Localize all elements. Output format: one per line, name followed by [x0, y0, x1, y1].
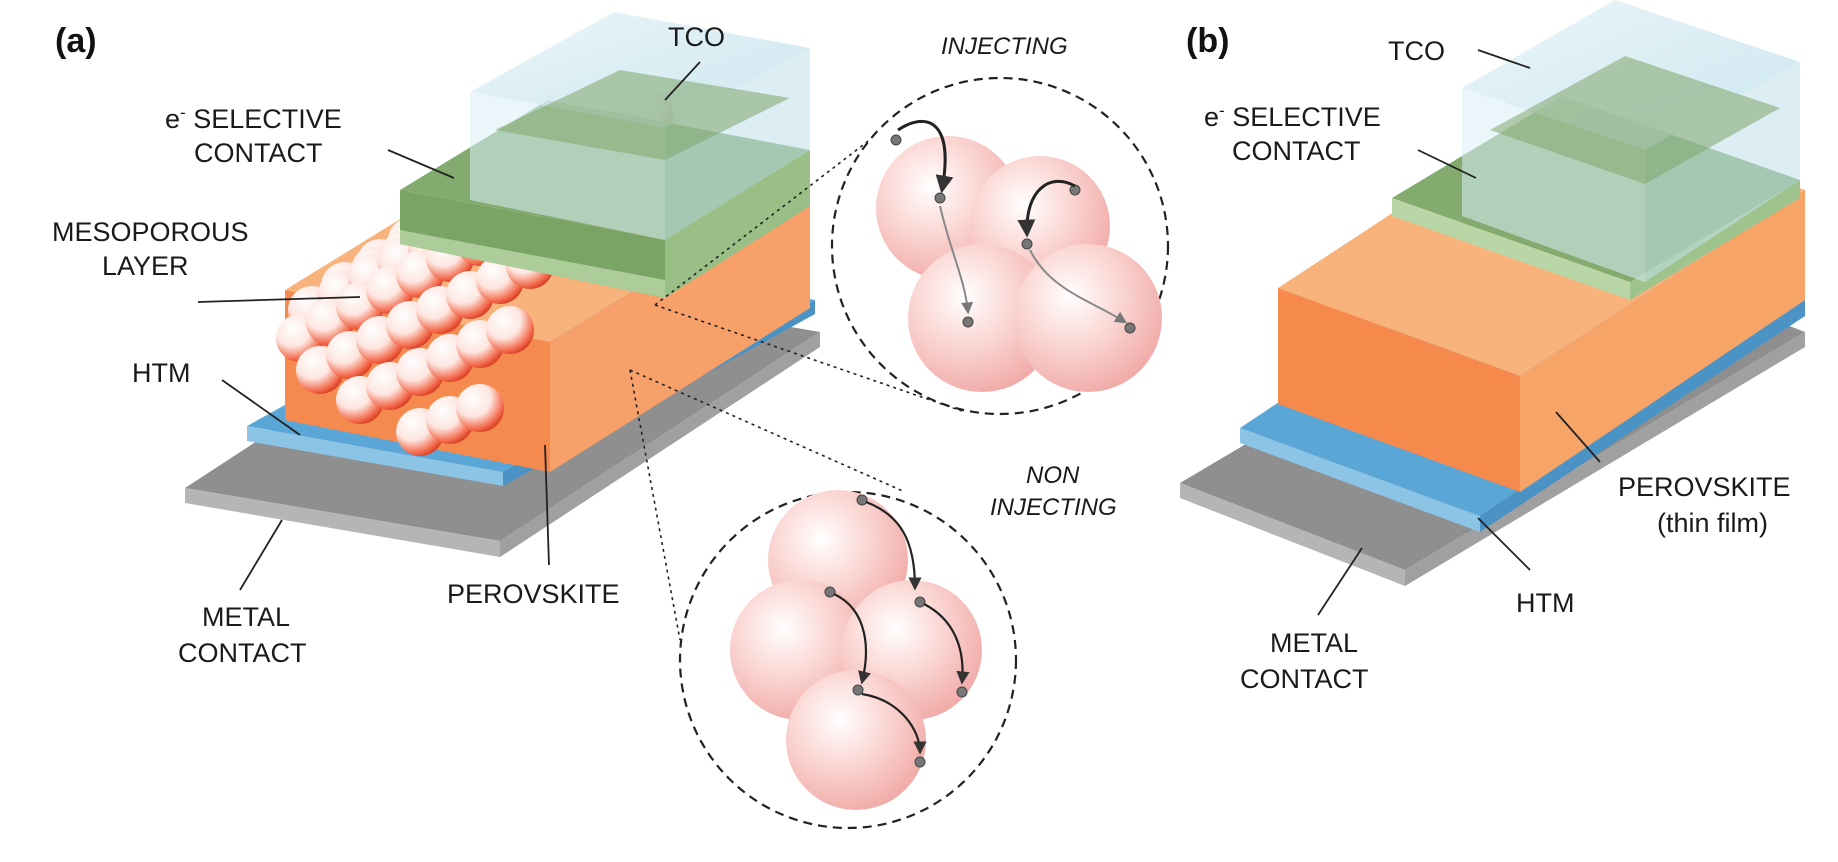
leader-e-selective-b	[1417, 149, 1477, 179]
label-mesoporous-a-line1: MESOPOROUS	[52, 217, 249, 247]
label-htm-a: HTM	[132, 358, 190, 388]
leader-tco-b	[1477, 49, 1531, 69]
label-e-selective-b-sup: -	[1219, 101, 1225, 120]
label-metal-a-line1: METAL	[202, 602, 290, 632]
panel-a-tag: (a)	[55, 22, 97, 60]
injecting-inset	[830, 76, 1170, 416]
label-e-selective-b: e- SELECTIVE	[1204, 101, 1381, 132]
label-non-injecting-line1: NON	[1026, 462, 1080, 489]
label-perovskite-b-line1: PEROVSKITE	[1618, 472, 1791, 502]
leader-perovskite-b	[1555, 411, 1601, 463]
mesoporous-sphere	[456, 384, 504, 432]
label-e-selective-a-line1: SELECTIVE	[186, 104, 342, 134]
label-e-selective-a-sup: -	[180, 103, 186, 122]
label-tco-b: TCO	[1388, 36, 1445, 66]
leader-metal-b	[1317, 547, 1363, 616]
label-e-selective-a-line2: CONTACT	[194, 138, 323, 168]
label-injecting: INJECTING	[941, 33, 1068, 60]
label-metal-a-line2: CONTACT	[178, 638, 307, 668]
label-e-selective-b-line1: SELECTIVE	[1225, 102, 1381, 132]
panel-b: (b)	[1180, 0, 1805, 694]
leader-tco-a	[664, 61, 701, 101]
non-injecting-inset	[678, 490, 1018, 830]
label-mesoporous-a-line2: LAYER	[102, 251, 189, 281]
label-metal-b-line2: CONTACT	[1240, 664, 1369, 694]
label-metal-b-line1: METAL	[1270, 628, 1358, 658]
leader-htm-a	[221, 379, 301, 436]
zoom-connectors	[629, 131, 966, 641]
leader-e-selective-a	[387, 149, 455, 179]
label-e-selective-b-prefix: e	[1204, 102, 1219, 132]
leader-mesoporous-a	[197, 296, 361, 303]
label-htm-b: HTM	[1516, 588, 1574, 618]
panel-a: (a)	[52, 12, 1170, 830]
leader-htm-b	[1477, 517, 1531, 571]
label-tco-a: TCO	[668, 22, 725, 52]
leader-perovskite-a	[544, 444, 550, 566]
label-e-selective-a-prefix: e	[165, 104, 180, 134]
panel-b-tag: (b)	[1186, 22, 1229, 60]
label-e-selective-b-line2: CONTACT	[1232, 136, 1361, 166]
label-e-selective-a: e- SELECTIVE	[165, 103, 342, 134]
label-non-injecting-line2: INJECTING	[990, 494, 1117, 521]
leader-metal-a	[239, 519, 283, 591]
label-perovskite-b-line2: (thin film)	[1657, 508, 1768, 538]
mesoporous-sphere	[486, 306, 534, 354]
label-perovskite-a: PEROVSKITE	[447, 579, 620, 609]
